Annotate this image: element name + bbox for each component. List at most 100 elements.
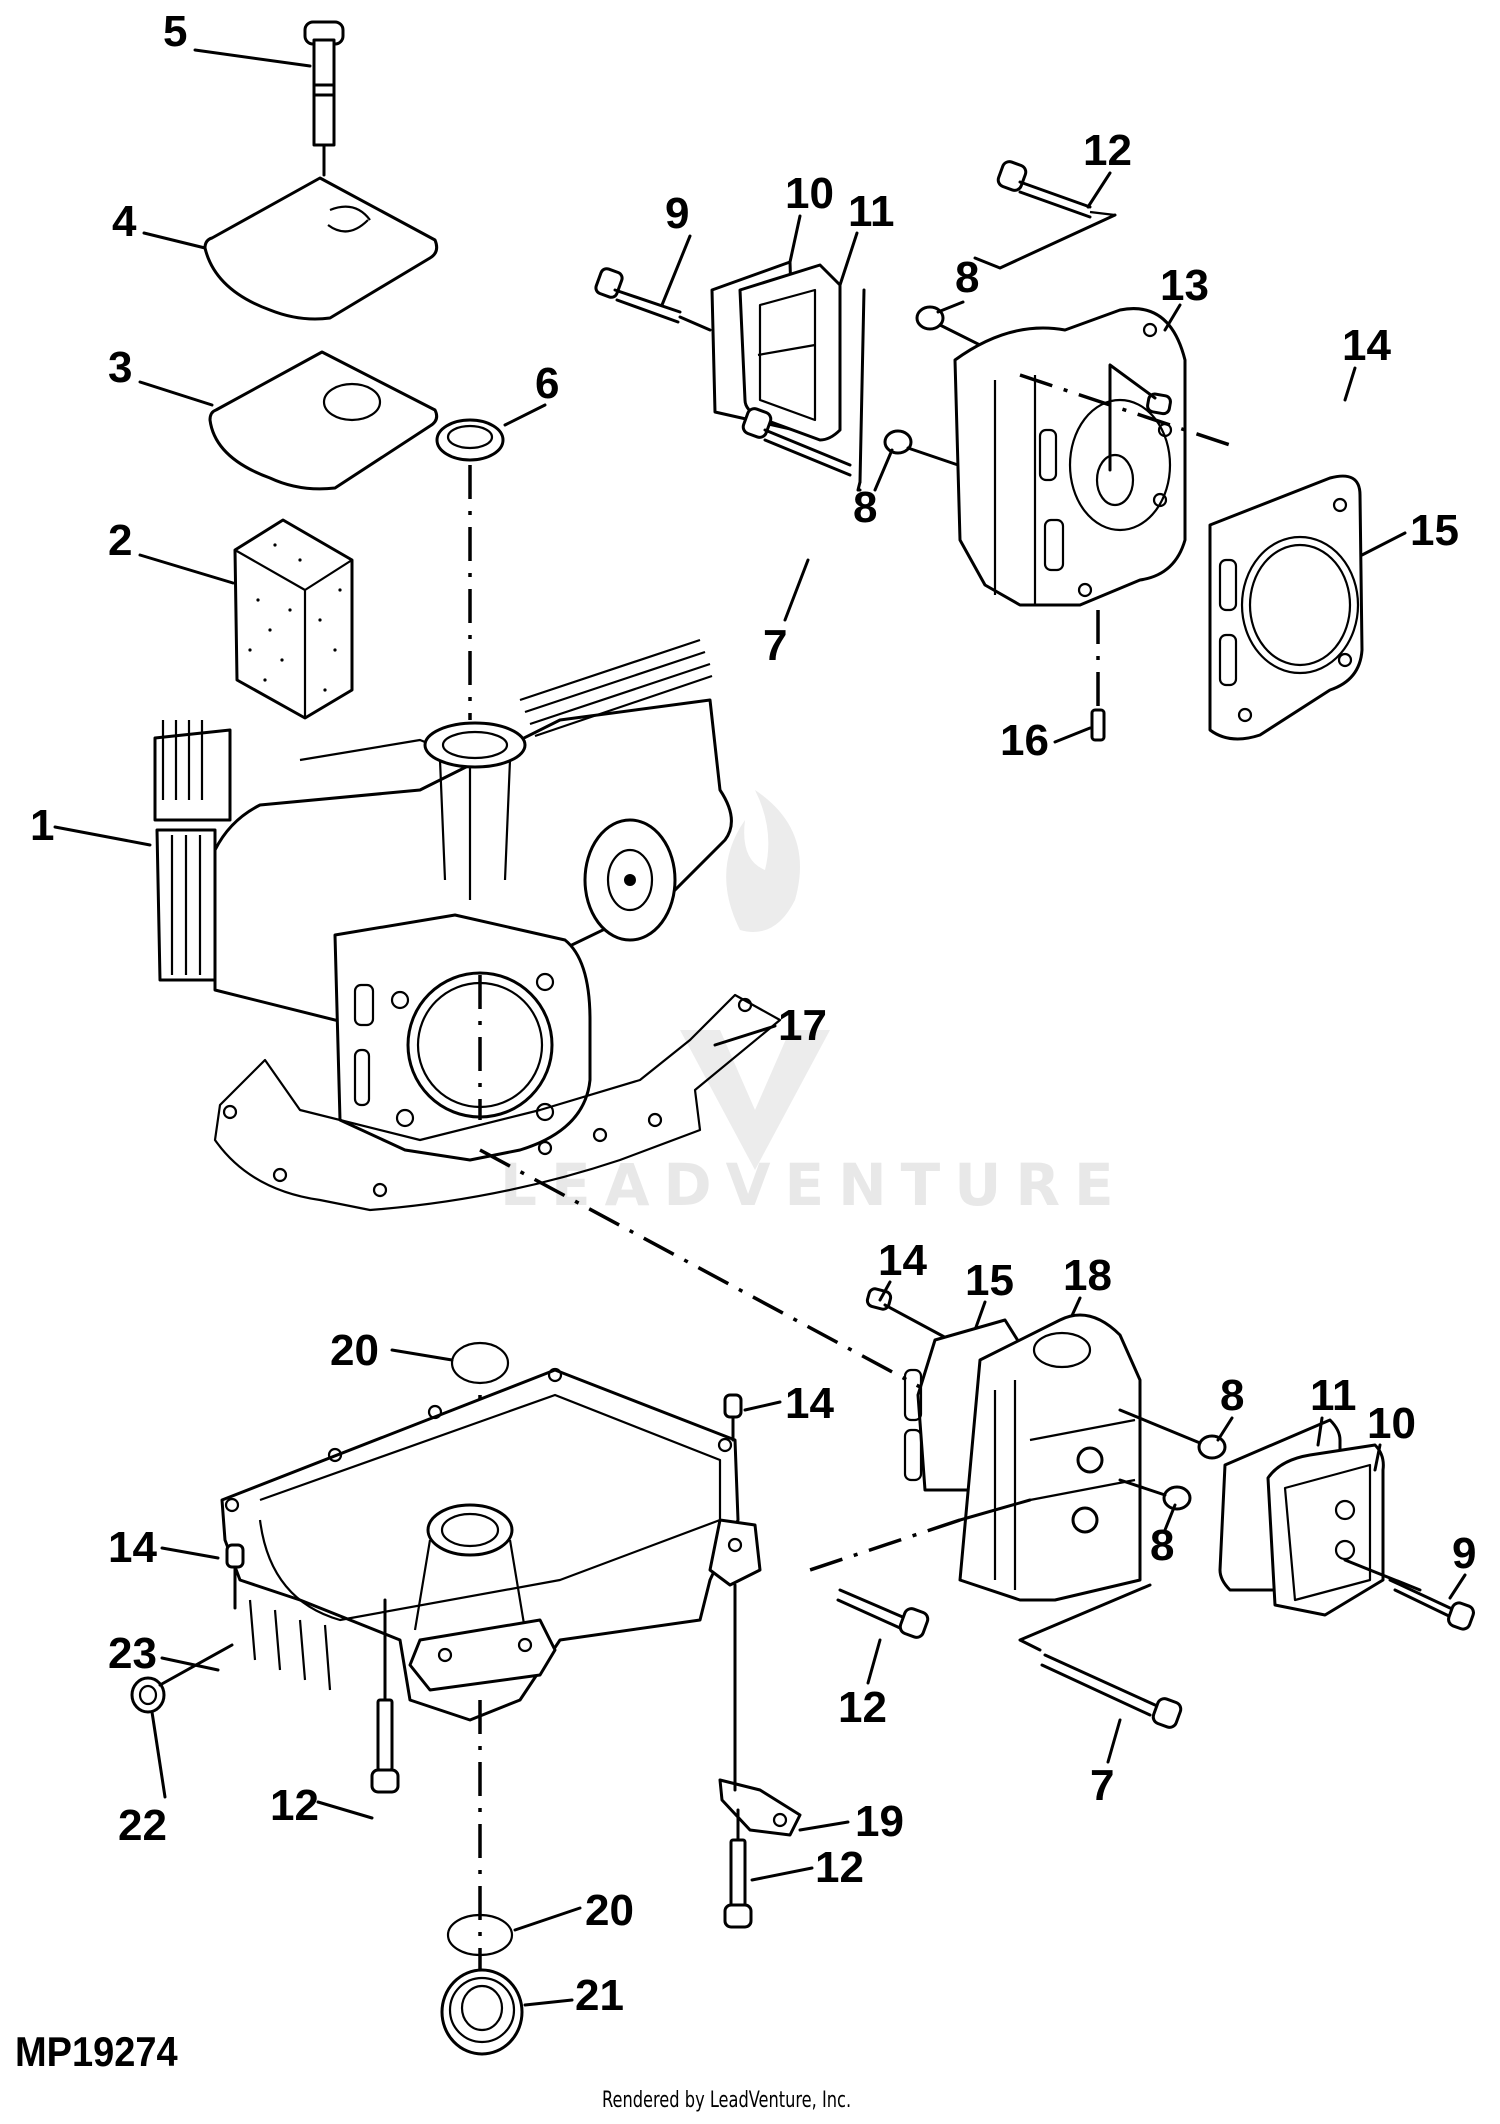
svg-text:11: 11 [1310,1371,1357,1420]
part-14-dowel-left[interactable] [225,1543,245,1610]
part-8-grommet-top-2[interactable] [883,429,960,467]
part-3-breather-gasket[interactable] [208,350,439,491]
callout-3: 3 [108,343,214,407]
alignment-line-cylinder-2 [479,1148,936,1397]
svg-text:21: 21 [575,1971,624,2020]
callout-23: 23 [108,1629,220,1678]
part-4-breather-cover[interactable] [203,176,439,321]
svg-text:14: 14 [785,1379,834,1428]
watermark-v-logo-icon [680,1030,830,1170]
svg-text:14: 14 [878,1236,927,1285]
svg-text:20: 20 [330,1326,379,1375]
part-16-stud[interactable] [1090,610,1106,742]
callout-6: 6 [503,359,559,427]
part-18-cylinder-head[interactable] [958,1313,1142,1602]
callout-11-mid: 11 [1310,1371,1357,1447]
callout-20-bottom: 20 [513,1886,634,1935]
callout-10-top: 10 [785,169,834,264]
svg-text:8: 8 [1220,1371,1244,1420]
svg-text:15: 15 [965,1256,1014,1305]
callout-12-left: 12 [270,1781,374,1830]
callout-9-top: 9 [660,189,692,307]
part-14-dowel-mid[interactable] [865,1287,952,1342]
callout-12-top: 12 [1083,126,1132,209]
callout-19: 19 [798,1797,904,1846]
part-13-cylinder-head[interactable] [953,307,1187,607]
callout-8-mid-2: 8 [1150,1503,1177,1570]
svg-text:9: 9 [1452,1529,1476,1578]
part-8-grommet-mid-2[interactable] [1118,1478,1192,1511]
part-6-oil-seal[interactable] [435,418,505,720]
svg-text:12: 12 [1083,126,1132,175]
svg-text:7: 7 [763,621,787,670]
svg-text:6: 6 [535,359,559,408]
callout-17: 17 [713,1001,827,1050]
part-1-crankcase[interactable] [153,638,733,1162]
alignment-line-head-13 [1019,373,1231,447]
svg-text:19: 19 [855,1797,904,1846]
callout-15-mid: 15 [965,1256,1014,1332]
svg-text:1: 1 [30,801,54,850]
callout-5: 5 [163,7,312,68]
part-5-cap-screw[interactable] [303,20,345,177]
callout-16: 16 [1000,716,1092,765]
svg-text:10: 10 [1367,1399,1416,1448]
part-10-rocker-cover-mid[interactable] [1266,1443,1385,1617]
part-9-rocker-screw-mid[interactable] [1343,1558,1475,1631]
part-2-breather-filter[interactable] [233,518,354,720]
callout-22: 22 [118,1710,167,1850]
callout-20-top: 20 [330,1326,454,1375]
callout-13: 13 [1160,261,1209,332]
part-23-oil-pan[interactable] [220,1367,762,1722]
svg-text:17: 17 [778,1001,827,1050]
svg-text:5: 5 [163,7,187,56]
part-12-flange-bolt-left[interactable] [370,1598,400,1794]
part-21-oil-seal[interactable] [440,1968,524,2056]
svg-text:12: 12 [838,1683,887,1732]
callout-9-mid: 9 [1448,1529,1476,1600]
svg-text:20: 20 [585,1886,634,1935]
render-credit: Rendered by LeadVenture, Inc. [602,2088,852,2113]
part-7-head-bolt-mid[interactable] [1018,1583,1183,1729]
svg-text:13: 13 [1160,261,1209,310]
part-11-rocker-gasket-top[interactable] [738,263,842,442]
part-9-rocker-screw-top[interactable] [594,267,712,332]
part-12-flange-bolt-top[interactable] [973,160,1117,270]
svg-text:22: 22 [118,1801,167,1850]
part-20-o-ring-bottom[interactable] [446,1700,514,2015]
callout-8-top-1: 8 [936,253,979,314]
callout-1: 1 [30,801,152,850]
svg-text:3: 3 [108,343,132,392]
callout-14-right: 14 [743,1379,834,1428]
svg-text:9: 9 [665,189,689,238]
part-22-drain-plug[interactable] [130,1643,234,1714]
callout-4: 4 [112,197,207,250]
part-8-grommet-mid-1[interactable] [1118,1408,1227,1460]
callout-8-mid-1: 8 [1216,1371,1244,1442]
svg-text:12: 12 [270,1781,319,1830]
svg-text:16: 16 [1000,716,1049,765]
svg-text:8: 8 [1150,1521,1174,1570]
callout-15-top: 15 [1360,506,1459,557]
callout-21: 21 [523,1971,624,2020]
svg-text:8: 8 [955,253,979,302]
part-12-flange-bolt-mid[interactable] [809,1498,1032,1639]
svg-text:23: 23 [108,1629,157,1678]
watermark-text: LEADVENTURE [500,1151,1128,1219]
svg-text:11: 11 [848,187,895,236]
part-19-bracket[interactable] [718,1583,802,1837]
svg-text:18: 18 [1063,1251,1112,1300]
part-12-flange-bolt-right[interactable] [723,1808,753,1929]
part-15-head-gasket-top[interactable] [1208,474,1364,741]
svg-text:12: 12 [815,1843,864,1892]
part-17-crankcase-gasket[interactable] [213,993,782,1212]
part-14-dowel-top[interactable] [1108,363,1172,472]
svg-text:14: 14 [1342,321,1391,370]
part-7-head-bolt-top[interactable] [741,288,866,492]
svg-text:10: 10 [785,169,834,218]
callout-14-top: 14 [1342,321,1391,402]
part-14-dowel-right[interactable] [723,1393,743,1442]
watermark-flame-icon [726,790,800,932]
watermark: LEADVENTURE [500,790,1128,1219]
